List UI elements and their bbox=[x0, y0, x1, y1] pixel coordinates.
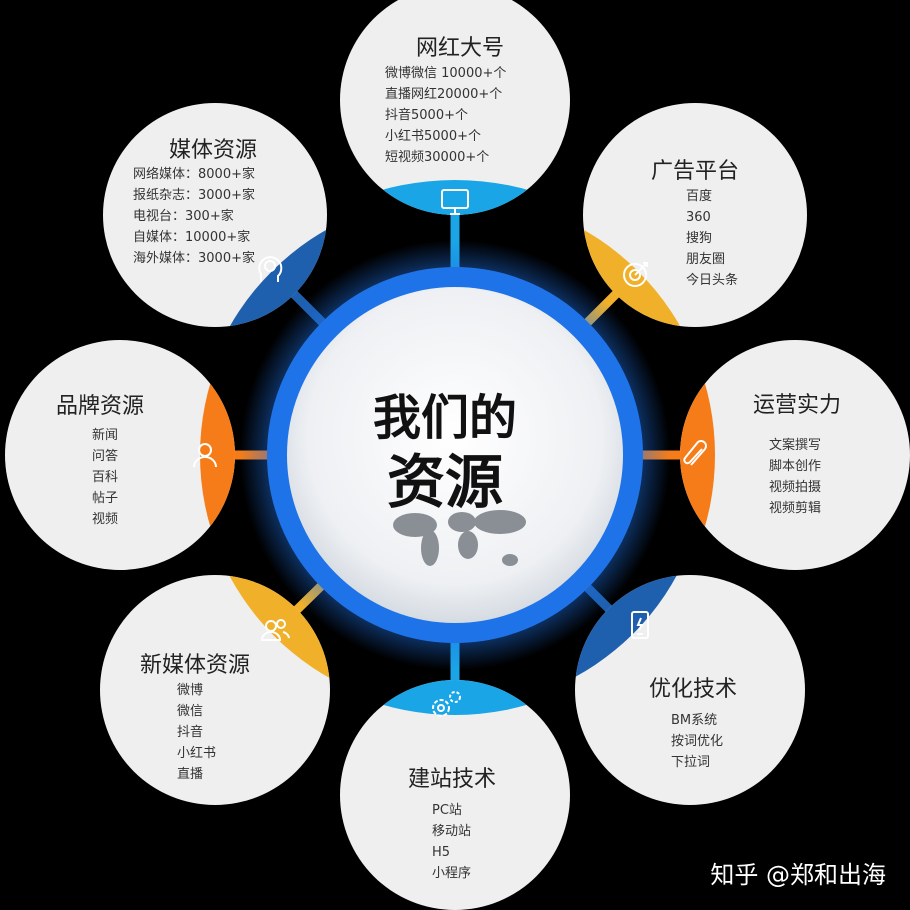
node-title: 运营实力 bbox=[752, 393, 842, 418]
node-item: 问答 bbox=[92, 449, 119, 464]
node-item: 百科 bbox=[92, 470, 119, 485]
node-title: 新媒体资源 bbox=[139, 653, 251, 678]
node-item: 直播 bbox=[177, 767, 204, 782]
node-circle bbox=[5, 340, 235, 570]
node-circle bbox=[340, 680, 570, 910]
node-item: BM系统 bbox=[671, 713, 718, 728]
node-item: 视频 bbox=[92, 512, 119, 527]
node-item: 360 bbox=[686, 210, 711, 225]
node-item: 搜狗 bbox=[686, 231, 713, 246]
world-map-icon bbox=[393, 510, 526, 566]
node-item: 微博微信 10000+个 bbox=[385, 66, 507, 81]
node-item: 新闻 bbox=[92, 428, 119, 443]
node-circle bbox=[340, 0, 570, 215]
center-title-line2: 资源 bbox=[386, 448, 504, 516]
node-item: 直播网红20000+个 bbox=[385, 87, 503, 102]
node-items: 网络媒体：8000+家报纸杂志：3000+家电视台：300+家自媒体：10000… bbox=[133, 164, 255, 269]
node-item: 小红书5000+个 bbox=[385, 129, 481, 144]
paperclip-icon bbox=[683, 440, 707, 466]
watermark: 知乎 @郑和出海 bbox=[710, 861, 886, 889]
node-title: 网红大号 bbox=[415, 36, 505, 61]
node-item: 海外媒体：3000+家 bbox=[133, 251, 255, 266]
monitor-icon bbox=[441, 189, 469, 215]
node-3 bbox=[680, 340, 910, 570]
node-item: 抖音 bbox=[177, 725, 204, 740]
brain-icon bbox=[258, 256, 283, 282]
center-title-line1: 我们的 bbox=[372, 390, 518, 446]
node-title: 媒体资源 bbox=[168, 138, 258, 163]
node-item: 微博 bbox=[177, 683, 204, 698]
node-items: 微博微信 10000+个直播网红20000+个抖音5000+个小红书5000+个… bbox=[385, 63, 506, 168]
node-items: 百度 360 搜狗朋友圈今日头条 bbox=[686, 186, 738, 291]
node-item: 文案撰写 bbox=[769, 438, 822, 453]
node-5 bbox=[340, 680, 570, 910]
node-item: 抖音5000+个 bbox=[385, 108, 468, 123]
gears-icon bbox=[432, 691, 461, 717]
node-item: 短视频30000+个 bbox=[385, 150, 490, 165]
node-title: 优化技术 bbox=[648, 677, 738, 702]
node-title: 品牌资源 bbox=[55, 394, 145, 419]
node-item: 网络媒体：8000+家 bbox=[133, 167, 255, 182]
target-icon bbox=[623, 262, 648, 287]
node-item: 视频剪辑 bbox=[769, 501, 822, 516]
node-item: 脚本创作 bbox=[769, 459, 822, 474]
node-item: 朋友圈 bbox=[686, 252, 726, 267]
node-items: 新闻问答百科帖子视频 bbox=[92, 425, 118, 530]
node-item: 帖子 bbox=[92, 491, 119, 506]
node-items: 微博微信抖音小红书直播 bbox=[177, 680, 216, 785]
node-item: 按词优化 bbox=[671, 734, 724, 749]
node-7 bbox=[5, 340, 235, 570]
phone-icon bbox=[631, 611, 649, 639]
node-item: 下拉词 bbox=[671, 755, 711, 770]
users-icon bbox=[260, 619, 290, 641]
node-item: 自媒体：10000+家 bbox=[133, 230, 251, 245]
node-item: 小红书 bbox=[177, 746, 217, 761]
node-items: 文案撰写脚本创作视频拍摄视频剪辑 bbox=[769, 435, 821, 519]
node-item: H5 bbox=[432, 845, 451, 860]
node-item: 移动站 bbox=[432, 824, 472, 839]
node-item: 微信 bbox=[177, 704, 204, 719]
user-icon bbox=[193, 443, 217, 468]
node-item: 小程序 bbox=[432, 866, 472, 881]
node-1 bbox=[340, 0, 570, 215]
node-title: 建站技术 bbox=[407, 767, 497, 792]
node-items: BM系统按词优化下拉词 bbox=[671, 710, 723, 773]
node-title: 广告平台 bbox=[650, 159, 740, 184]
node-item: 百度 bbox=[686, 189, 713, 204]
node-items: PC站移动站 H5 小程序 bbox=[432, 800, 471, 884]
center-circle bbox=[267, 267, 643, 643]
node-circle bbox=[680, 340, 910, 570]
node-item: 视频拍摄 bbox=[769, 480, 822, 495]
node-item: 今日头条 bbox=[686, 273, 739, 288]
node-item: 报纸杂志：3000+家 bbox=[133, 188, 255, 203]
node-item: 电视台：300+家 bbox=[133, 209, 234, 224]
node-item: PC站 bbox=[432, 803, 462, 818]
